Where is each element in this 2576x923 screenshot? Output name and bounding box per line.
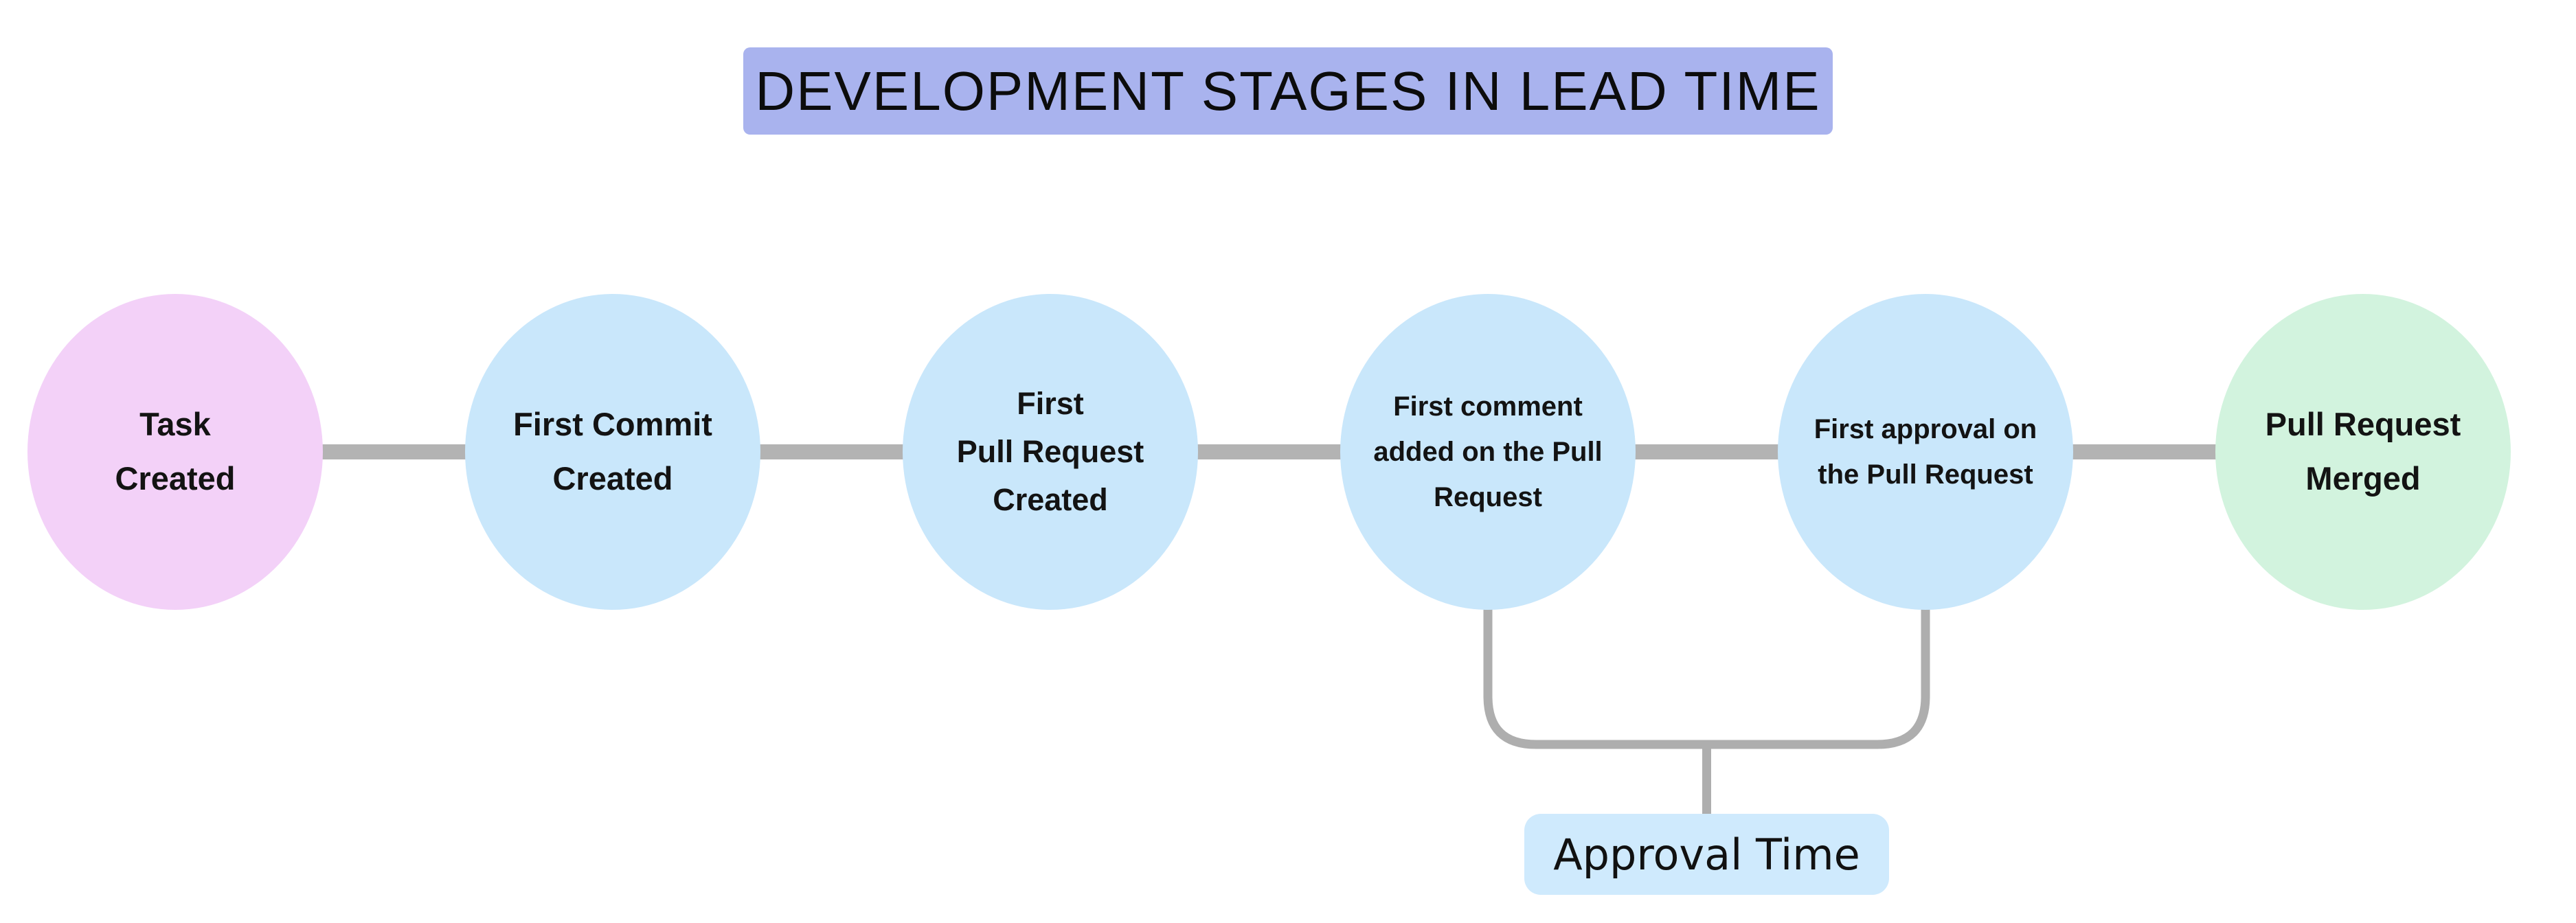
stage-label: Pull Request Merged <box>2265 406 2461 497</box>
stage-label: First approval on the Pull Request <box>1814 414 2037 490</box>
stages-row: Task Created First Commit Created First … <box>27 294 2511 610</box>
stage-label: First Pull Request Created <box>956 386 1144 517</box>
stage-circle-first-comment: First comment added on the Pull Request <box>1340 294 1636 610</box>
stage-circle-first-commit: First Commit Created <box>465 294 760 610</box>
diagram-title: DEVELOPMENT STAGES IN LEAD TIME <box>743 47 1833 135</box>
stage-label: Task Created <box>115 406 236 497</box>
stage-label: First Commit Created <box>513 406 712 497</box>
approval-time-label: Approval Time <box>1524 814 1889 895</box>
bracket-curve <box>1483 608 1930 749</box>
stage-circle-pr-merged: Pull Request Merged <box>2215 294 2511 610</box>
stage-circle-first-pull-request: First Pull Request Created <box>903 294 1198 610</box>
stage-circle-first-approval: First approval on the Pull Request <box>1778 294 2073 610</box>
stage-circle-task-created: Task Created <box>27 294 323 610</box>
stage-label: First comment added on the Pull Request <box>1373 391 1603 512</box>
